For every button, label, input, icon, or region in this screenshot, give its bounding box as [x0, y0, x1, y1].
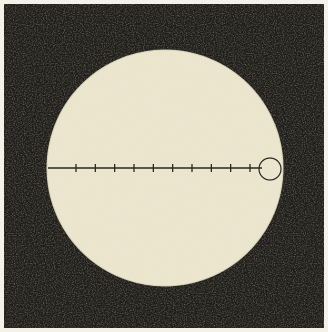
figure-plate	[0, 0, 328, 332]
